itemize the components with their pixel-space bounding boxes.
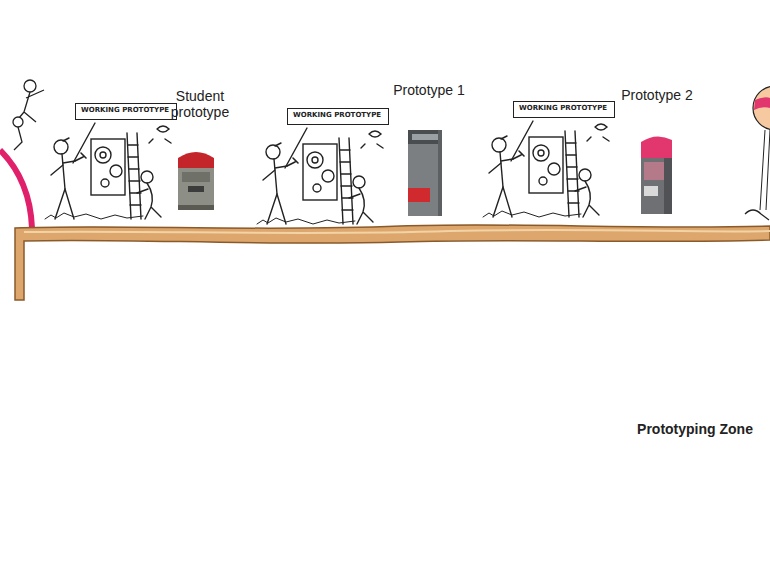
sign-board: WORKING PROTOTYPE [75, 103, 177, 120]
prototype-2-box [641, 136, 672, 214]
student-prototype-box [178, 152, 214, 210]
sign-text: WORKING PROTOTYPE [293, 112, 383, 120]
sign-board: WORKING PROTOTYPE [513, 101, 615, 118]
caption-label: Student prototype [155, 88, 245, 120]
working-crew [257, 128, 383, 224]
caption-label: Prototype 2 [602, 87, 712, 103]
left-figures [13, 80, 44, 150]
sign-board: WORKING PROTOTYPE [287, 108, 389, 125]
sign-text: WORKING PROTOTYPE [519, 105, 609, 113]
ground-band [15, 225, 770, 300]
ground-highlight [24, 230, 770, 233]
caption-label: Prototype 1 [374, 82, 484, 98]
balloon [745, 86, 770, 220]
working-crew [483, 121, 609, 217]
sign-text: WORKING PROTOTYPE [81, 107, 171, 115]
prototype-1-box [408, 130, 442, 216]
pink-arc [0, 150, 32, 228]
working-crew [45, 123, 171, 219]
caption-label: Prototyping Zone [625, 421, 765, 437]
